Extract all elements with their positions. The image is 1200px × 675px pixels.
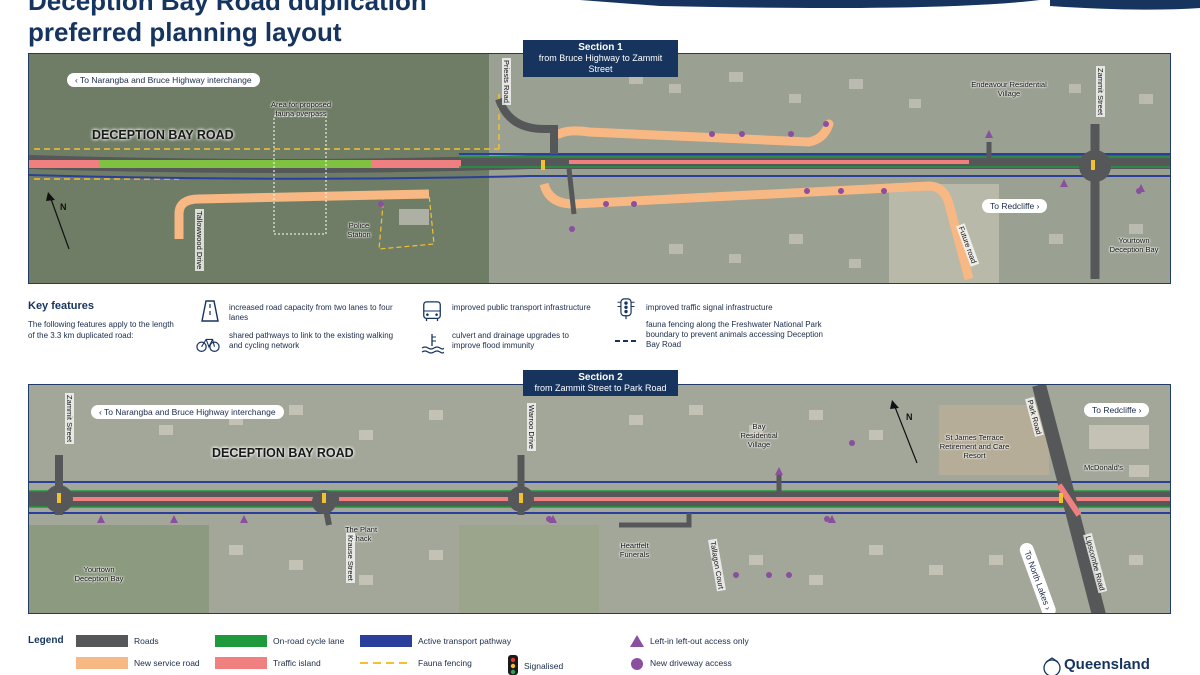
plant-shack-label: The Plant Shack [344,525,378,543]
dashed-line-icon [615,340,637,342]
section1-subtitle: from Bruce Highway to Zammit Street [538,53,663,74]
feature-shared-pathways: shared pathways to link to the existing … [229,331,394,350]
legend-pathway-swatch [360,635,412,647]
feature-public-transport: improved public transport infrastructure [452,303,591,312]
traffic-signal-icon [617,298,635,320]
section2-to-redcliffe-pill[interactable]: To Redcliffe › [1084,403,1150,417]
legend-pathway-label: Active transport pathway [418,636,512,646]
key-features-description: The following features apply to the leng… [28,320,174,340]
section1-to-narangba-pill[interactable]: ‹ To Narangba and Bruce Highway intercha… [67,73,260,87]
water-level-icon [421,334,444,354]
signal-icon [508,655,518,675]
heartfelt-funerals-label: Heartfelt Funerals [619,541,650,559]
section1-road-name: DECEPTION BAY ROAD [92,128,234,142]
legend-fauna-fencing-swatch [360,662,412,664]
key-features-title: Key features [28,300,95,312]
endeavour-village-label: Endeavour Residential Village [971,80,1047,98]
zammit-street-label-s1: Zammit Street [1096,66,1105,118]
section2-title: Section 2 [578,372,623,383]
feature-traffic-signals: improved traffic signal infrastructure [646,303,773,312]
section2-tab: Section 2 from Zammit Street to Park Roa… [523,370,678,396]
section1-north-label: N [60,202,67,212]
section2-north-label: N [906,412,913,422]
st-james-label: St James Terrace Retirement and Care Res… [939,433,1010,460]
section1-map: ‹ To Narangba and Bruce Highway intercha… [28,53,1171,284]
header-swoosh [580,0,1200,10]
legend-roads-swatch [76,635,128,647]
section2-to-narangba-pill[interactable]: ‹ To Narangba and Bruce Highway intercha… [91,405,284,419]
legend-roads-label: Roads [134,636,159,646]
triangle-marker-icon [630,635,644,647]
legend-traffic-island-label: Traffic island [273,658,321,668]
road-icon [201,300,219,322]
bus-icon [423,301,441,322]
legend-service-road-label: New service road [134,658,200,668]
section2-map: ‹ To Narangba and Bruce Highway intercha… [28,384,1171,614]
legend-title: Legend [28,635,64,646]
queensland-wordmark: Queensland [1064,656,1150,673]
bay-village-label: Bay Residential Village [740,422,778,449]
section2-map-graphic [29,385,1170,613]
zammit-street-label-s2: Zammit Street [65,393,74,445]
section1-tab: Section 1 from Bruce Highway to Zammit S… [523,40,678,77]
feature-culvert-drainage: culvert and drainage upgrades to improve… [452,331,569,350]
legend-fauna-fencing-label: Fauna fencing [418,658,472,668]
page-title-line1: Deception Bay Road duplication [28,0,427,16]
page-title-line2: preferred planning layout [28,17,342,47]
yourtown-label-s2: Yourtown Deception Bay [74,565,124,583]
police-station-label: Police Station [347,221,371,239]
section2-subtitle: from Zammit Street to Park Road [534,383,667,393]
legend-service-road-swatch [76,657,128,669]
legend-traffic-island-swatch [215,657,267,669]
section1-to-redcliffe-pill[interactable]: To Redcliffe › [982,199,1048,213]
section2-road-name: DECEPTION BAY ROAD [212,446,354,460]
queensland-crest-icon [1043,657,1061,675]
page-title: Deception Bay Road duplication preferred… [28,0,427,48]
legend-cycle-lane-swatch [215,635,267,647]
section1-map-graphic [29,54,1170,283]
feature-fauna-fencing: fauna fencing along the Freshwater Natio… [646,320,823,349]
legend-cycle-lane-label: On-road cycle lane [273,636,345,646]
legend-signalised-label: Signalised [524,661,564,671]
section1-title: Section 1 [578,42,623,53]
krause-street-label: Krause Street [346,533,355,583]
legend-driveway-access-label: New driveway access [650,658,732,668]
warroo-drive-label: Warroo Drive [527,403,536,451]
bicycle-icon [196,338,220,352]
feature-road-capacity: increased road capacity from two lanes t… [229,303,393,322]
tallowwood-drive-label: Tallowwood Drive [195,209,204,272]
circle-marker-icon [631,658,643,670]
legend-left-in-left-out-label: Left-in left-out access only [650,636,749,646]
priests-road-label: Priests Road [502,58,511,105]
fauna-overpass-label: Area for proposed fauna overpass [270,100,332,118]
yourtown-label-s1: Yourtown Deception Bay [1109,236,1159,254]
mcdonalds-label: McDonald's [1084,463,1123,472]
